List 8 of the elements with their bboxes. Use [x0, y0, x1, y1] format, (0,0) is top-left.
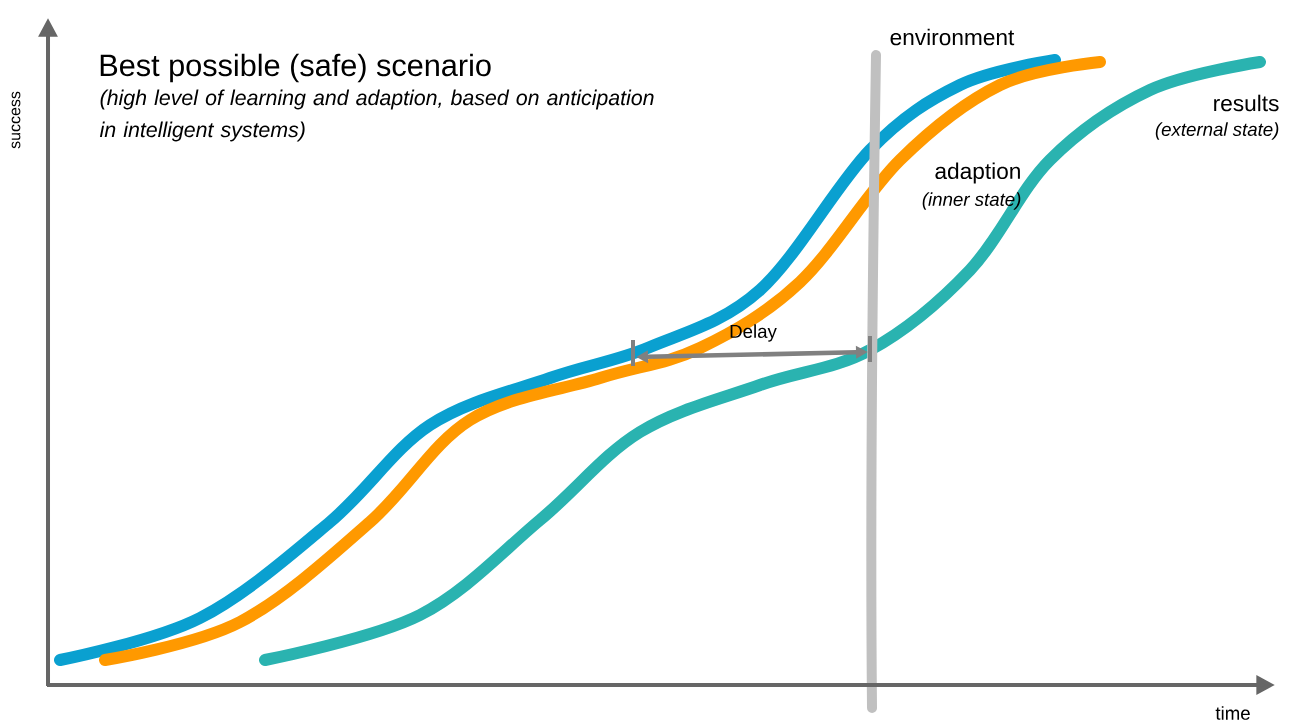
- axis-label: time: [1215, 706, 1250, 720]
- curve-label: environment: [890, 28, 1015, 46]
- curve-label: results: [1214, 94, 1279, 112]
- curve-label: (external state): [1155, 122, 1279, 140]
- subtitle: (high level of learning and adaption, based on anticipation in intelligent systems): [99, 89, 654, 142]
- curve-label: adaption: [935, 162, 1020, 184]
- axis-label: success: [11, 91, 21, 149]
- title: Best possible (safe) scenario: [100, 53, 491, 83]
